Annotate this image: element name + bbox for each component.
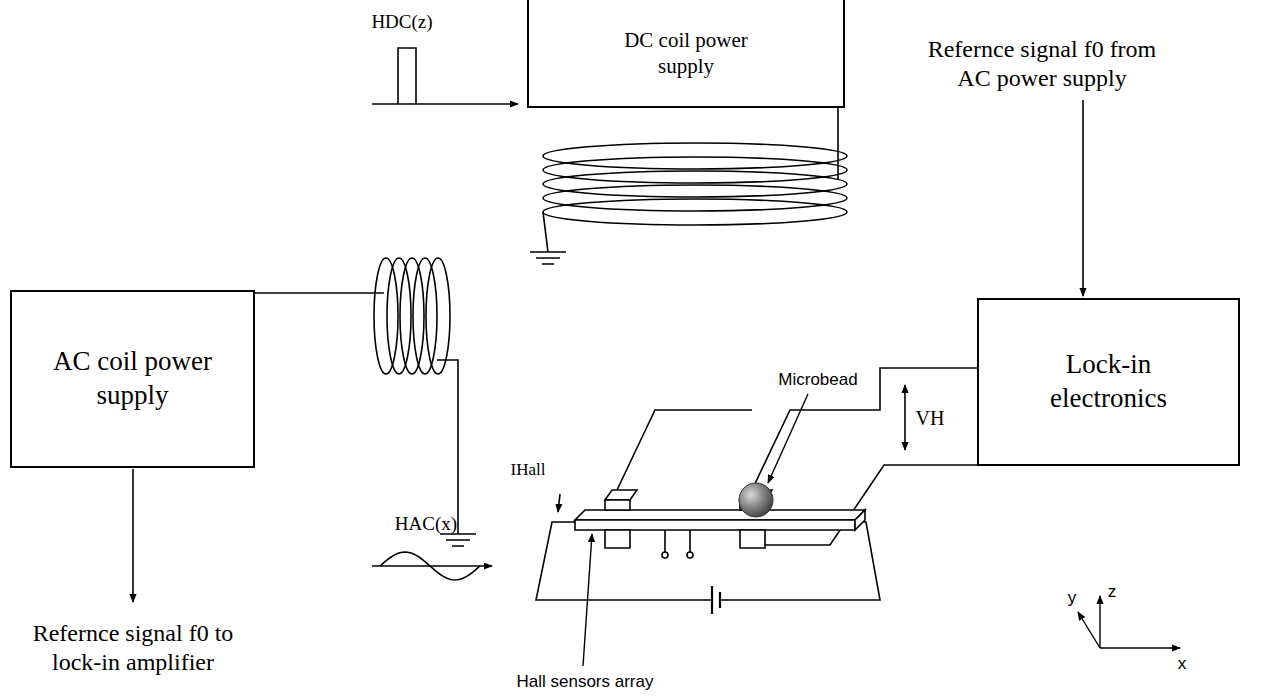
- coil-winding: [543, 171, 847, 197]
- reference-arrow: [1082, 100, 1084, 296]
- part-label: Hall sensors array: [517, 672, 654, 692]
- power-supply-box: AC coil power supply: [10, 290, 255, 468]
- field-label: HAC(x): [395, 513, 457, 536]
- axis-label: z: [1108, 582, 1117, 602]
- battery-symbol: [719, 592, 721, 608]
- dc-coil: [543, 143, 847, 225]
- ground-symbol: [440, 534, 476, 546]
- voltage-label: VH: [916, 406, 945, 430]
- leader-line: [583, 534, 592, 666]
- axis-label: x: [1178, 654, 1187, 674]
- coil-winding: [374, 258, 398, 374]
- pulse-waveform: [398, 48, 416, 104]
- current-arrow: [558, 494, 560, 512]
- power-supply-box: DC coil power supply: [527, 0, 845, 108]
- microbead: [739, 483, 773, 517]
- ground-symbol: [530, 252, 566, 264]
- ac-ground-wire: [437, 360, 458, 534]
- contact-wire: [665, 530, 690, 552]
- lock-in-box: Lock-in electronics: [977, 298, 1240, 466]
- current-label: IHall: [511, 460, 546, 480]
- hall-voltage-wire: [617, 410, 752, 490]
- ac-coil-wire: [255, 292, 384, 294]
- coil-winding: [387, 258, 411, 374]
- box-title: DC coil power supply: [586, 21, 786, 86]
- coil-winding: [543, 143, 847, 169]
- sine-waveform: [380, 552, 480, 580]
- coil-winding: [543, 199, 847, 225]
- hall-current-wire: [536, 522, 712, 600]
- hall-sensor-array: [575, 490, 865, 548]
- leader-line: [768, 394, 808, 483]
- coil-winding: [543, 157, 847, 183]
- dc-coil-wire: [837, 108, 839, 180]
- reference-arrow: [132, 469, 134, 602]
- axis-arrow: [1099, 596, 1100, 648]
- field-label: HDC(z): [371, 11, 432, 34]
- hall-voltage-wire: [752, 368, 977, 490]
- time-axis: [372, 565, 492, 567]
- voltage-arrow: [904, 385, 906, 450]
- part-label: Microbead: [778, 370, 857, 390]
- time-axis: [372, 103, 518, 105]
- signal-note: Refernce signal f0 to lock-in amplifier: [16, 619, 251, 677]
- coil-winding: [426, 258, 450, 374]
- axis-arrow: [1078, 612, 1100, 648]
- battery-symbol: [711, 586, 713, 614]
- hall-current-wire: [720, 522, 880, 600]
- box-title: Lock-in electronics: [999, 342, 1219, 422]
- dc-ground-wire: [543, 212, 548, 252]
- signal-note: Refernce signal f0 from AC power supply: [925, 35, 1160, 93]
- contact-terminal: [662, 552, 668, 558]
- axis-arrow: [1100, 647, 1180, 648]
- coil-winding: [543, 185, 847, 211]
- axis-label: y: [1068, 588, 1077, 608]
- hall-voltage-wire: [765, 465, 977, 545]
- coil-winding: [400, 258, 424, 374]
- box-title: AC coil power supply: [23, 339, 243, 419]
- ac-coil: [374, 258, 450, 374]
- coil-winding: [413, 258, 437, 374]
- contact-terminal: [687, 552, 693, 558]
